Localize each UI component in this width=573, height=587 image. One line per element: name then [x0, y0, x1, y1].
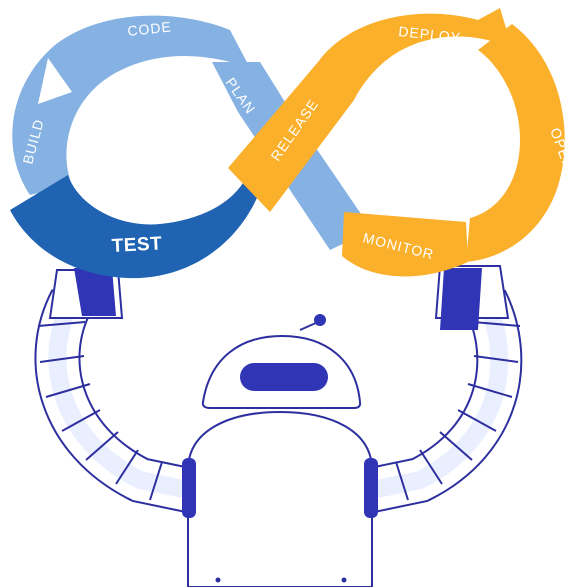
robot-icon [34, 265, 523, 587]
build-code-segment [12, 15, 250, 195]
code-label: CODE [127, 18, 173, 39]
robot-body [182, 410, 378, 587]
release-segment [228, 62, 356, 212]
robot-right-arm [367, 265, 523, 513]
operate-segment [466, 24, 565, 262]
monitor-segment [342, 212, 468, 277]
deploy-label: DEPLOY [398, 23, 462, 45]
test-label: TEST [111, 233, 163, 257]
devops-infinity-loop [10, 8, 565, 279]
robot-visor [240, 363, 328, 391]
test-segment [10, 175, 262, 279]
deploy-segment [318, 8, 512, 100]
robot-head [201, 314, 362, 409]
robot-left-arm [34, 268, 193, 513]
